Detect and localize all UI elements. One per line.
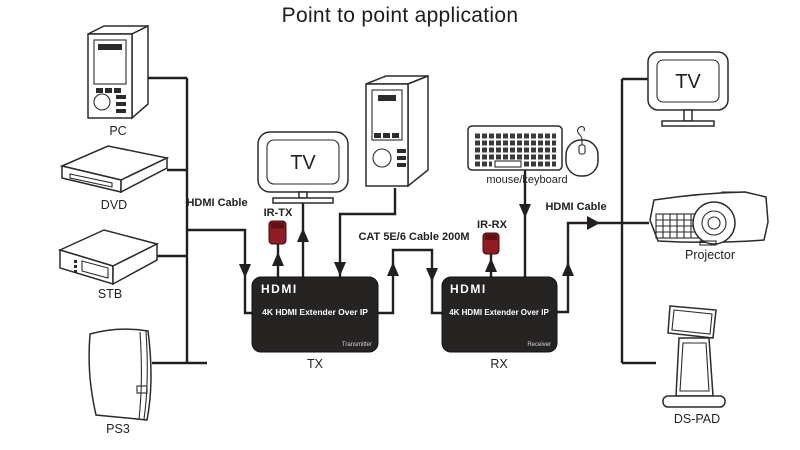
keyboard-icon	[467, 125, 563, 171]
arrow-down-icon	[334, 262, 346, 276]
tower-pc-line	[338, 188, 397, 277]
arrow-up-icon	[387, 262, 399, 276]
cat-cable-line	[378, 248, 442, 315]
arrow-up-icon	[562, 262, 574, 276]
projector-label: Projector	[685, 248, 735, 262]
tv-remote-label: TV	[675, 71, 701, 93]
arrow-down-icon	[519, 204, 531, 218]
kiosk-icon	[662, 305, 726, 408]
ir-emitter-icon	[482, 232, 500, 255]
dspad-label: DS-PAD	[674, 412, 720, 426]
tower-pc-icon	[365, 74, 429, 188]
page-title: Point to point application	[281, 4, 519, 27]
pc-tower-icon	[87, 24, 149, 120]
tx-product-label: 4K HDMI Extender Over IP	[262, 307, 368, 317]
arrow-right-icon	[587, 216, 600, 230]
arrow-up-icon	[297, 228, 309, 242]
rx-role-label: Receiver	[527, 342, 551, 348]
hdmi-cable-right-label: HDMI Cable	[545, 201, 606, 213]
tv-local-label: TV	[290, 152, 316, 174]
mouse-keyboard-label: mouse/keyboard	[486, 174, 567, 186]
cable-lines	[148, 76, 656, 365]
cat-cable-label: CAT 5E/6 Cable 200M	[358, 231, 469, 243]
stb-label: STB	[98, 287, 122, 301]
arrow-up-icon	[485, 258, 497, 272]
tv-icon	[647, 51, 729, 127]
ir-rx-label: IR-RX	[477, 219, 508, 231]
arrow-down-icon	[239, 264, 251, 278]
rx-extender-box: HDMI 4K HDMI Extender Over IP Receiver	[441, 276, 558, 353]
ir-tx-label: IR-TX	[264, 207, 293, 219]
rx-label: RX	[490, 357, 508, 371]
ps3-label: PS3	[106, 422, 130, 436]
pc-label: PC	[109, 124, 126, 138]
arrow-up-icon	[272, 252, 284, 266]
mouse-icon	[565, 126, 599, 177]
tx-label: TX	[307, 357, 324, 371]
tx-role-label: Transmitter	[342, 342, 372, 348]
dvd-label: DVD	[101, 198, 127, 212]
hdmi-logo: HDMI	[261, 282, 298, 296]
ps3-icon	[88, 328, 152, 421]
hdmi-cable-left-label: HDMI Cable	[186, 197, 247, 209]
arrow-down-icon	[426, 268, 438, 282]
tx-extender-box: HDMI 4K HDMI Extender Over IP Transmitte…	[251, 276, 379, 353]
rx-product-label: 4K HDMI Extender Over IP	[449, 308, 549, 317]
hdmi-logo: HDMI	[450, 282, 487, 296]
stb-icon	[57, 229, 160, 286]
ir-emitter-icon	[268, 220, 287, 245]
tv-icon	[257, 131, 349, 204]
projector-icon	[649, 191, 769, 246]
dvd-player-icon	[59, 145, 170, 194]
hdmi-cable-right-line	[557, 221, 649, 314]
